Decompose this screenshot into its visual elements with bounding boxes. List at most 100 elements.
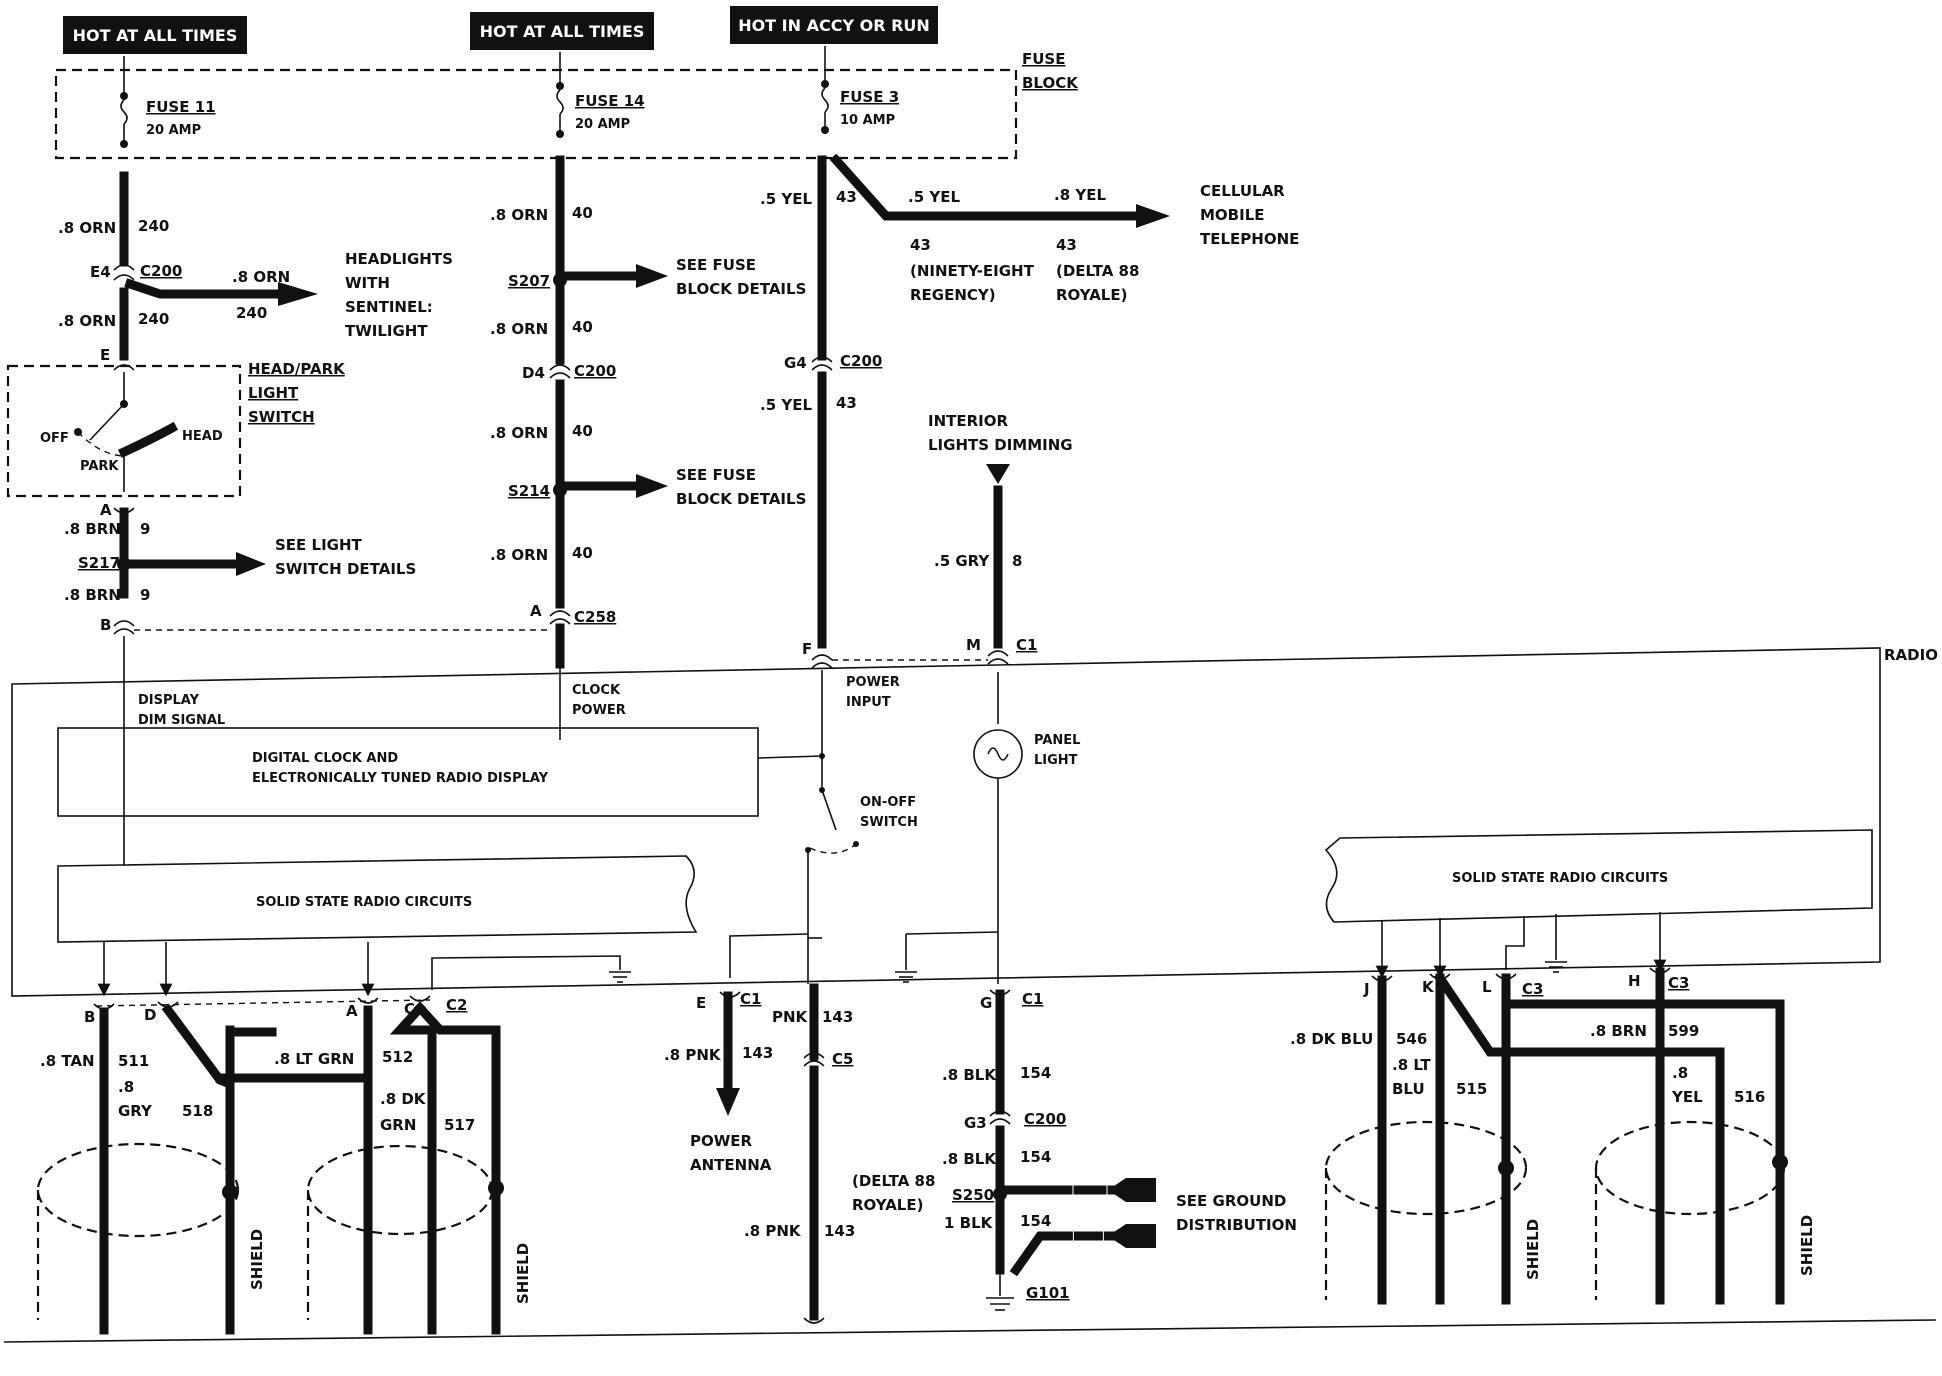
svg-text:HOT AT ALL TIMES: HOT AT ALL TIMES — [73, 26, 238, 45]
circuit-number: 599 — [1668, 1022, 1699, 1040]
wire-color-label: .8 ORN — [490, 424, 548, 442]
circuit-number: 516 — [1734, 1088, 1765, 1106]
switch-park-label: PARK — [80, 459, 119, 474]
header-hot-at-all-times-2: HOT AT ALL TIMES — [470, 12, 654, 50]
headlights-label: SENTINEL: — [345, 298, 433, 316]
circuit-number: 143 — [824, 1222, 855, 1240]
header-hot-at-all-times-1: HOT AT ALL TIMES — [63, 16, 247, 54]
arrow-to-fuse-block-details-2 — [636, 474, 668, 498]
circuit-number: 511 — [118, 1052, 149, 1070]
svg-text:HOT AT ALL TIMES: HOT AT ALL TIMES — [480, 22, 645, 41]
circuit-number: 512 — [382, 1048, 413, 1066]
arrow-to-ground-distribution — [1108, 1178, 1156, 1202]
shield-cable-right-2 — [1594, 1120, 1786, 1216]
c3-wires — [1377, 967, 1785, 1305]
connector-pin: M — [966, 636, 981, 654]
shield-cable-left-2 — [306, 1144, 494, 1236]
switch-title: LIGHT — [248, 384, 299, 402]
connector-pin: G — [980, 994, 992, 1012]
circuit-number: 518 — [182, 1102, 213, 1120]
circuit-number: 9 — [140, 586, 150, 604]
connector-pin: A — [100, 501, 112, 519]
connector-c1: C1 — [1022, 990, 1043, 1008]
connector-pin: F — [802, 640, 812, 658]
circuit-number: 9 — [140, 520, 150, 538]
connector-pin: K — [1422, 978, 1435, 996]
dimming-title: LIGHTS DIMMING — [928, 436, 1073, 454]
fuse-block-label: FUSE — [1022, 50, 1065, 68]
wire-color-label: .8 PNK — [664, 1046, 722, 1064]
ground-g101-label: G101 — [1026, 1284, 1070, 1302]
cellular-label: MOBILE — [1200, 206, 1265, 224]
svg-text:HOT IN ACCY OR RUN: HOT IN ACCY OR RUN — [738, 16, 930, 35]
connector-pin: B — [100, 616, 111, 634]
wire-color-label: .8 BLK — [942, 1150, 997, 1168]
see-light-label: SEE LIGHT — [275, 536, 363, 554]
svg-text:FUSE 3: FUSE 3 — [840, 88, 899, 106]
connector-c3: C3 — [1522, 980, 1543, 998]
fuse-3: FUSE 3 10 AMP — [821, 46, 899, 134]
connector-pin: G3 — [964, 1114, 987, 1132]
panel-light-label: PANEL — [1034, 733, 1080, 748]
wire-color-label: .8 BRN — [64, 520, 121, 538]
diagram-baseline — [3, 1319, 1937, 1343]
arrow-to-light-switch-details — [236, 552, 266, 576]
circuit-number: 43 — [836, 394, 857, 412]
connector-c1: C1 — [740, 990, 761, 1008]
solid-state-radio-circuits-right — [1324, 829, 1873, 923]
branch-note: ROYALE) — [1056, 286, 1127, 304]
svg-text:SOLID STATE RADIO CIRCUITS: SOLID STATE RADIO CIRCUITS — [1452, 871, 1668, 886]
power-input-label: POWER — [846, 675, 900, 690]
wire-color-label: .8 DK BLU — [1290, 1030, 1373, 1048]
circuit-number: 40 — [572, 204, 593, 222]
circuit-number: 43 — [836, 188, 857, 206]
arrow-to-headlights — [278, 282, 318, 306]
svg-text:SOLID STATE RADIO CIRCUITS: SOLID STATE RADIO CIRCUITS — [256, 895, 472, 910]
circuit-number: 515 — [1456, 1080, 1487, 1098]
connector-pin: J — [1363, 980, 1370, 998]
connector-c3: C3 — [1668, 974, 1689, 992]
switch-title: SWITCH — [248, 408, 315, 426]
shield-label: SHIELD — [1798, 1215, 1816, 1276]
connector-pin: D — [144, 1006, 156, 1024]
power-input-label: INPUT — [846, 695, 891, 710]
svg-text:ELECTRONICALLY TUNED RADIO DIS: ELECTRONICALLY TUNED RADIO DISPLAY — [252, 771, 549, 786]
wire-color-label: .8 ORN — [58, 312, 116, 330]
shield-label: SHIELD — [248, 1229, 266, 1290]
connector-c258: C258 — [574, 608, 616, 626]
connector-pin: E — [696, 994, 706, 1012]
wire-color-label: .8 DK — [380, 1090, 427, 1108]
svg-text:FUSE 14: FUSE 14 — [575, 92, 645, 110]
wire-color-label: .5 GRY — [934, 552, 990, 570]
splice-label: S250 — [952, 1186, 994, 1204]
splice-label: S207 — [508, 272, 550, 290]
fuse-block-label-2: BLOCK — [1022, 74, 1079, 92]
wire-color-label: .8 BRN — [1590, 1022, 1647, 1040]
circuit-number: 40 — [572, 422, 593, 440]
circuit-number: 154 — [1020, 1064, 1051, 1082]
wire-color-label: .5 YEL — [908, 188, 960, 206]
circuit-number: 143 — [822, 1008, 853, 1026]
arrow-to-fuse-block-details — [636, 264, 668, 288]
circuit-number: 154 — [1020, 1212, 1051, 1230]
display-dim-label: DISPLAY — [138, 693, 200, 708]
connector-c200-symbol — [113, 264, 135, 281]
svg-text:10 AMP: 10 AMP — [840, 113, 895, 128]
connector-pin: E4 — [90, 263, 111, 281]
arrow-to-cellular-telephone — [1136, 204, 1170, 228]
connector-pin: A — [530, 602, 542, 620]
circuit-number: 143 — [742, 1044, 773, 1062]
ground-g101-icon — [986, 1270, 1014, 1311]
shield-label: SHIELD — [514, 1243, 532, 1304]
power-antenna-label: ANTENNA — [690, 1156, 772, 1174]
radio-enclosure — [11, 647, 1881, 997]
fuse-14: FUSE 14 20 AMP — [556, 52, 645, 138]
connector-pin: A — [346, 1002, 358, 1020]
arrow-to-power-antenna — [716, 1088, 740, 1116]
wire-color-label: 1 BLK — [944, 1214, 994, 1232]
wire-color-label: .8 BRN — [64, 586, 121, 604]
connector-c1: C1 — [1016, 636, 1037, 654]
wire-color-label: .8 ORN — [490, 320, 548, 338]
cellular-label: CELLULAR — [1200, 182, 1285, 200]
